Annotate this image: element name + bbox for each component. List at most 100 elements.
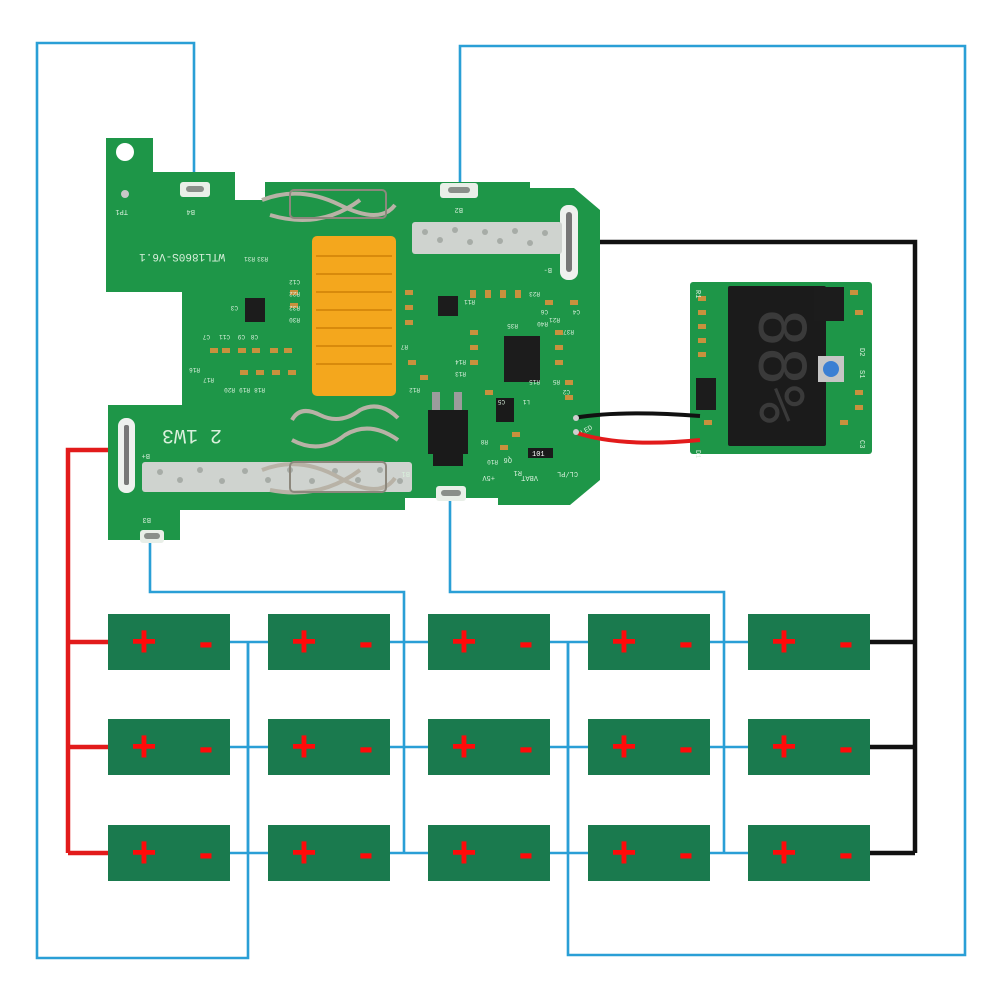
component-label: R37 [563,328,574,335]
battery-cell: +- [588,719,710,775]
resistor-101 [528,448,550,458]
cell-body [748,719,870,775]
component-label: L1 [522,398,530,405]
cell-body [108,719,230,775]
cell-body [268,614,390,670]
wire-b2 [458,44,967,957]
component-label: R10 [487,458,498,465]
cell-body [588,719,710,775]
cell-plus-terminal: + [611,828,637,877]
cell-plus-terminal: + [131,722,157,771]
component-label: C8 [250,333,258,340]
indicator-wire-black [573,411,701,420]
mount-hole [116,143,134,161]
ind-label-r1: R1 [693,290,701,298]
cell-plus-terminal: + [771,617,797,666]
label-vbat: VBAT [521,473,538,481]
cell-plus-terminal: + [771,828,797,877]
board-date-code: 2 1W3 [162,423,222,446]
label-101: 101 [532,451,545,459]
battery-cell: +- [428,614,550,670]
component-label: R33 [257,255,268,262]
chip-main [504,336,540,382]
battery-indicator-board: 88% S1 D2 C3 D1 R1 [690,282,872,458]
cell-body [428,825,550,881]
battery-cell: +- [748,614,870,670]
cell-plus-terminal: + [291,617,317,666]
battery-cell: +- [108,719,230,775]
connector [312,236,396,396]
cell-minus-terminal: - [839,828,854,877]
label-b2: B2 [455,205,463,213]
cell-plus-terminal: + [611,722,637,771]
chip-small [438,296,458,316]
positive-wires [65,447,125,856]
ind-label-d1: D1 [693,450,701,458]
component-label: C4 [572,308,580,315]
cell-minus-terminal: - [359,722,374,771]
cell-minus-terminal: - [359,828,374,877]
component-label: R32 [289,304,300,311]
cell-body [268,825,390,881]
display-window [728,286,826,446]
push-button[interactable] [823,361,839,377]
display-digits: 88% [743,308,817,424]
cell-plus-terminal: + [451,828,477,877]
component-label: R23 [529,290,540,297]
label-b-minus: B- [544,265,552,273]
cell-minus-terminal: - [839,722,854,771]
component-label: R40 [537,320,548,327]
bms-board: WTL1860S-V6.1 2 1W3 TP1 B4 B2 B3 B1 B- B… [106,138,600,543]
cell-body [748,825,870,881]
component-label: R13 [455,370,466,377]
label-b1: B1 [402,469,410,477]
label-tp: TP1 [115,207,128,215]
cell-minus-terminal: - [519,722,534,771]
component-label: R35 [507,322,518,329]
component-label: C9 [237,333,245,340]
battery-cell: +- [108,614,230,670]
component-label: R8 [480,438,488,445]
indicator-wire-red [573,430,701,445]
component-label: R5 [552,378,560,385]
cell-body [428,719,550,775]
cell-minus-terminal: - [679,722,694,771]
component-label: R14 [455,358,466,365]
label-b-plus: B+ [142,451,150,459]
battery-cell: +- [428,719,550,775]
cell-body [428,614,550,670]
cell-plus-terminal: + [451,617,477,666]
battery-cell: +- [268,825,390,881]
wire-b-minus [568,239,918,853]
cell-body [108,614,230,670]
cell-minus-terminal: - [839,617,854,666]
smd-parts [210,290,578,450]
ind-label-c3: C3 [857,440,865,448]
component-label: R12 [409,386,420,393]
cell-body [268,719,390,775]
label-plus5v: +5V [482,473,495,481]
component-label: R20 [224,386,235,393]
component-label: R7 [400,343,408,350]
label-r1: R1 [514,468,522,476]
component-label: C11 [219,333,230,340]
component-label: C7 [202,333,210,340]
battery-cell: +- [428,825,550,881]
battery-cell: +- [748,719,870,775]
cell-minus-terminal: - [199,617,214,666]
cell-plus-terminal: + [771,722,797,771]
cell-minus-terminal: - [679,617,694,666]
cell-grid: +-+-+-+-+-+-+-+-+-+-+-+-+-+-+- [108,614,870,881]
cell-minus-terminal: - [519,828,534,877]
component-label: R22 [289,290,300,297]
battery-cell: +- [108,825,230,881]
component-label: R30 [289,316,300,323]
spring-contacts [261,191,400,495]
wire-b1 [448,495,726,853]
solder-strip-top [412,222,562,254]
indicator-chip [814,287,844,321]
battery-cell: +- [588,825,710,881]
negative-wires [568,239,918,856]
